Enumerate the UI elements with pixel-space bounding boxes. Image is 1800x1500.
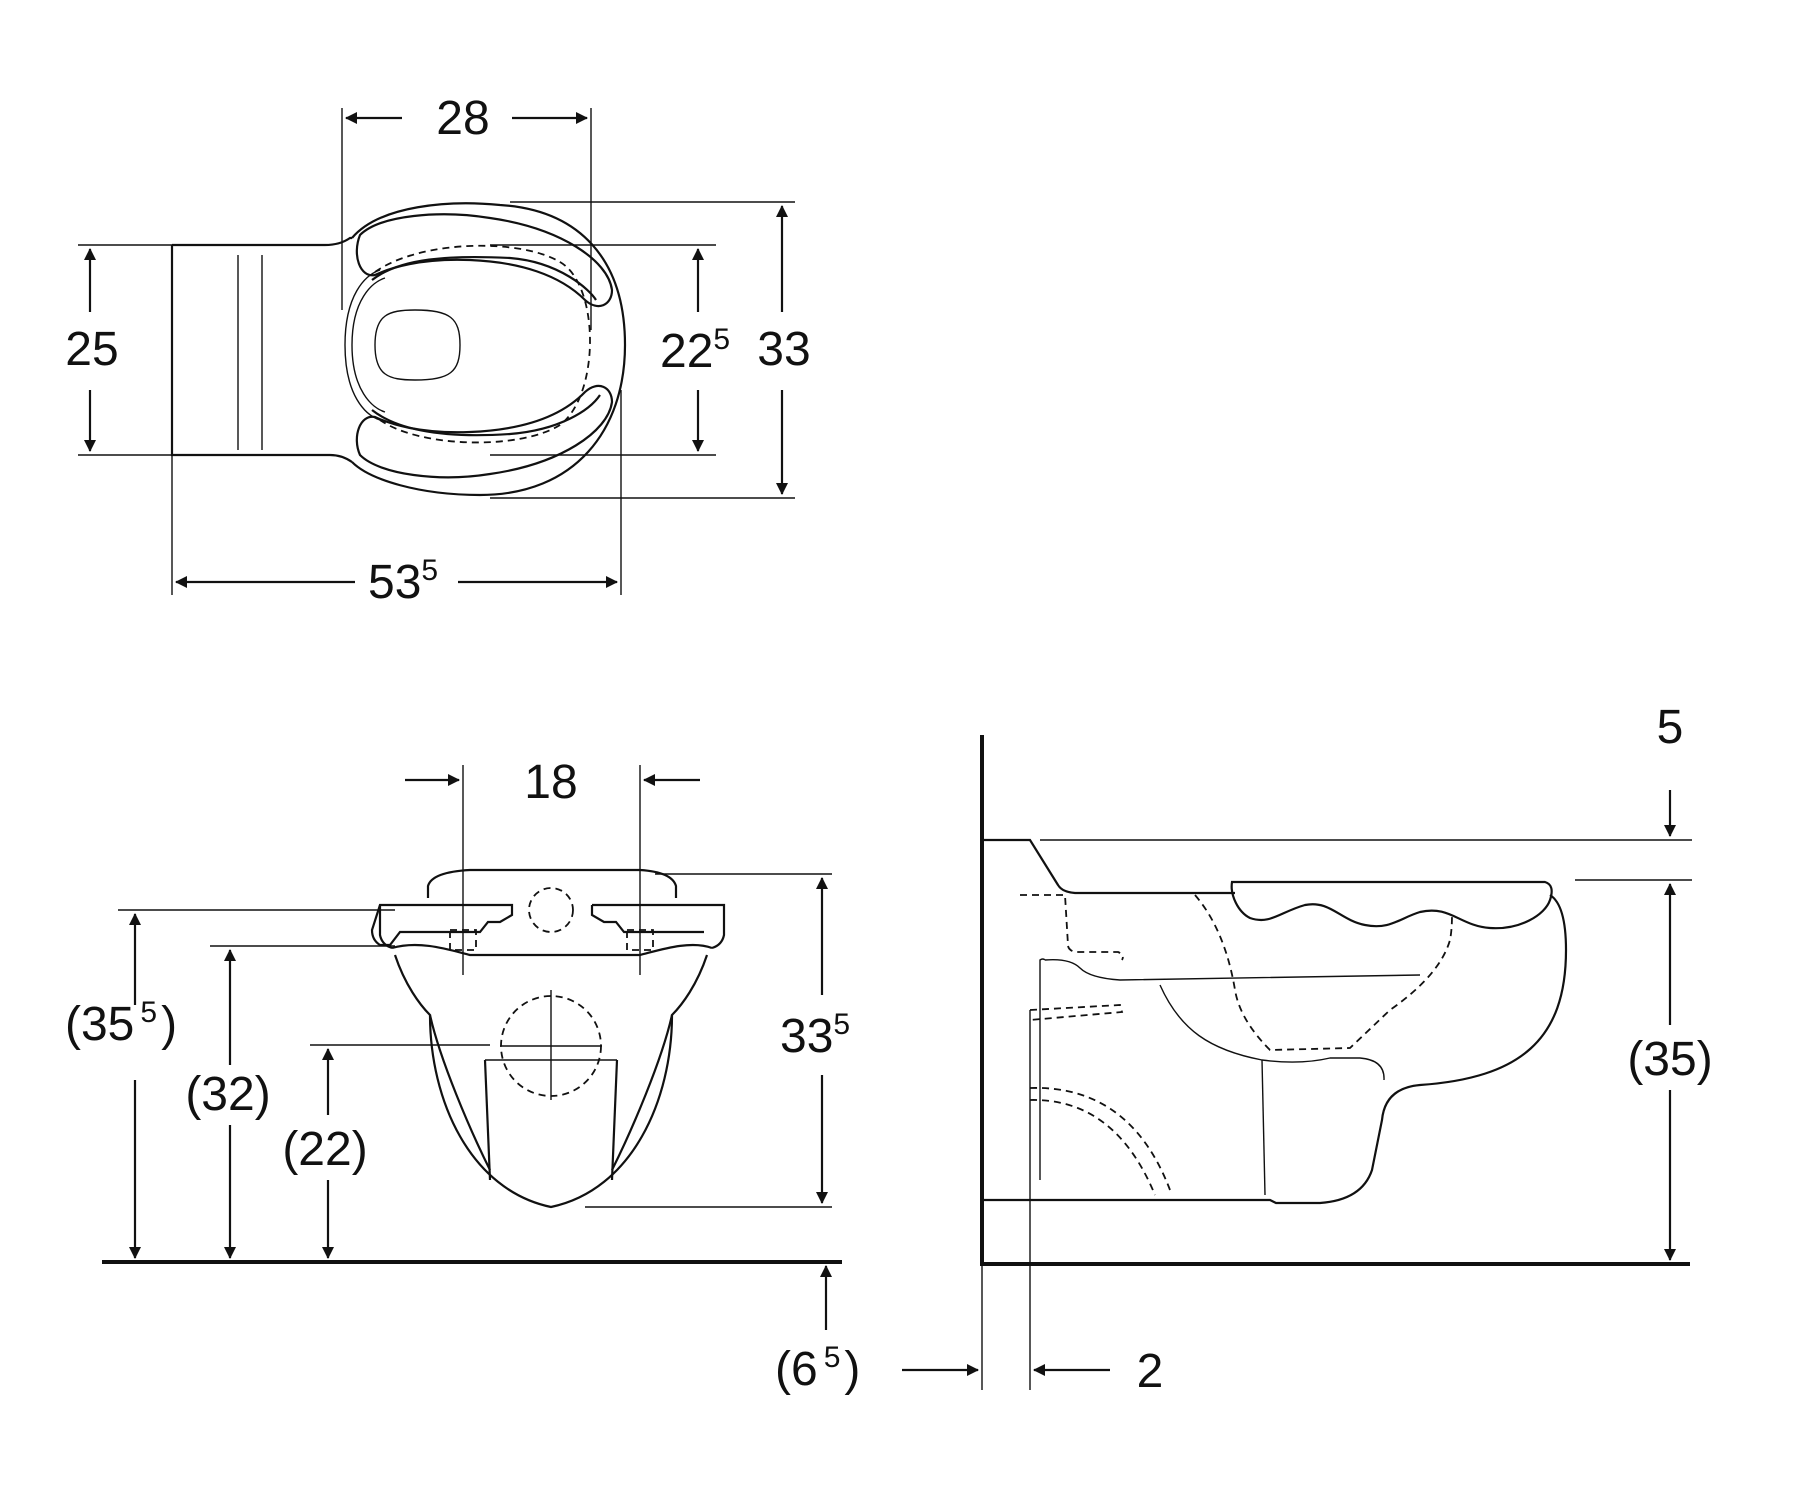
top-view-mount-block (170, 236, 353, 463)
side-view-trap (1159, 984, 1385, 1081)
dim-fixing-spacing-label: 18 (524, 756, 577, 809)
top-view-bowl-rim (344, 344, 381, 421)
side-view-hidden-edge (1029, 1087, 1171, 1196)
dim-height-label: (35) (1627, 1033, 1712, 1086)
front-view-lid (426, 868, 678, 898)
dim-width-outer-label: 33 (757, 323, 810, 376)
side-view: 5 (35) 2 (902, 701, 1713, 1398)
side-view-trap (1261, 1059, 1266, 1196)
side-view-trap (1044, 958, 1421, 981)
side-view-bowl-outline (984, 894, 1568, 1205)
top-view-bowl-rim (344, 269, 381, 346)
front-view-flush-inlet (528, 887, 574, 933)
dim-bowl-height-label: 335 (780, 1008, 850, 1063)
side-view-seat (1230, 880, 1553, 930)
dim-width-seat-label: 28 (436, 92, 489, 145)
dim-rim-height-label: (32) (185, 1068, 270, 1121)
top-view-hidden-edge (374, 244, 591, 444)
top-view-seat-inner (371, 394, 601, 437)
top-view-drain (374, 309, 461, 381)
dim-wall-gap-label: 2 (1137, 1345, 1164, 1398)
side-view-trap (1039, 958, 1046, 1180)
front-view-bowl-inner (428, 1014, 674, 1171)
dim-top-offset-label: 5 (1657, 701, 1684, 754)
front-view-rim (391, 943, 713, 957)
dim-depth-rear-label: 25 (65, 323, 118, 376)
front-view-outlet-right (610, 1059, 619, 1181)
front-view-seat-body (378, 903, 726, 950)
side-view-hidden-edge (1020, 894, 1124, 961)
side-view-hidden-edge (1029, 1004, 1124, 1021)
top-view: 28 25 225 33 535 (65, 92, 810, 609)
top-view-bowl-inner (351, 277, 386, 413)
dim-inner-label: 225 (660, 323, 730, 378)
dim-outlet-height-label: (22) (282, 1123, 367, 1176)
front-view-bowl (393, 954, 709, 1209)
side-view-hidden-edge (1194, 894, 1453, 1051)
side-view-bowl-outline (984, 838, 1235, 895)
dim-length-label: 535 (368, 554, 438, 609)
top-view-bowl-outline (351, 202, 627, 497)
front-view-outlet-left (483, 1059, 492, 1181)
front-view-bolt (449, 929, 654, 951)
top-view-seat-pad (355, 213, 614, 308)
front-view-seat (370, 903, 514, 947)
top-view-seat-pad (355, 384, 614, 479)
